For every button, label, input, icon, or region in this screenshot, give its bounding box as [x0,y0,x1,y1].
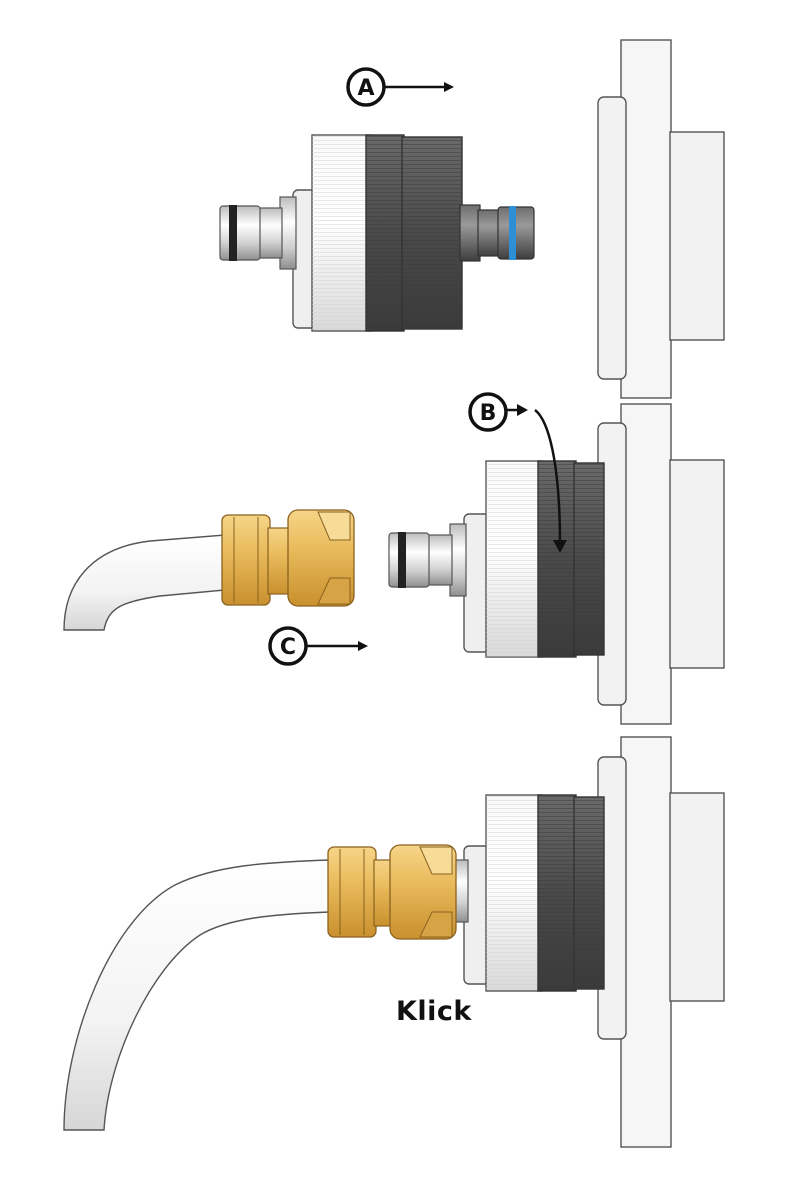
hose-bottom [63,859,331,1131]
tap-base-middle [597,422,725,706]
tap-connector-final [451,794,605,992]
hose-connector-middle [221,509,355,607]
step-c-marker: C [268,626,368,666]
tap-connector-mounted [388,460,605,658]
tap-base-top [597,96,725,380]
klick-label: Klick [396,996,472,1027]
tap-base-bottom [597,756,725,1040]
step-b-marker: B [468,392,567,553]
step-c-label: C [280,635,296,660]
wall-panel [620,39,672,1148]
hose-middle [63,534,226,631]
hose-connector-final [327,844,457,940]
step-b-label: B [480,401,497,426]
tap-connector-loose [219,134,535,332]
step-a-marker: A [346,67,454,107]
step-a-label: A [357,76,374,101]
